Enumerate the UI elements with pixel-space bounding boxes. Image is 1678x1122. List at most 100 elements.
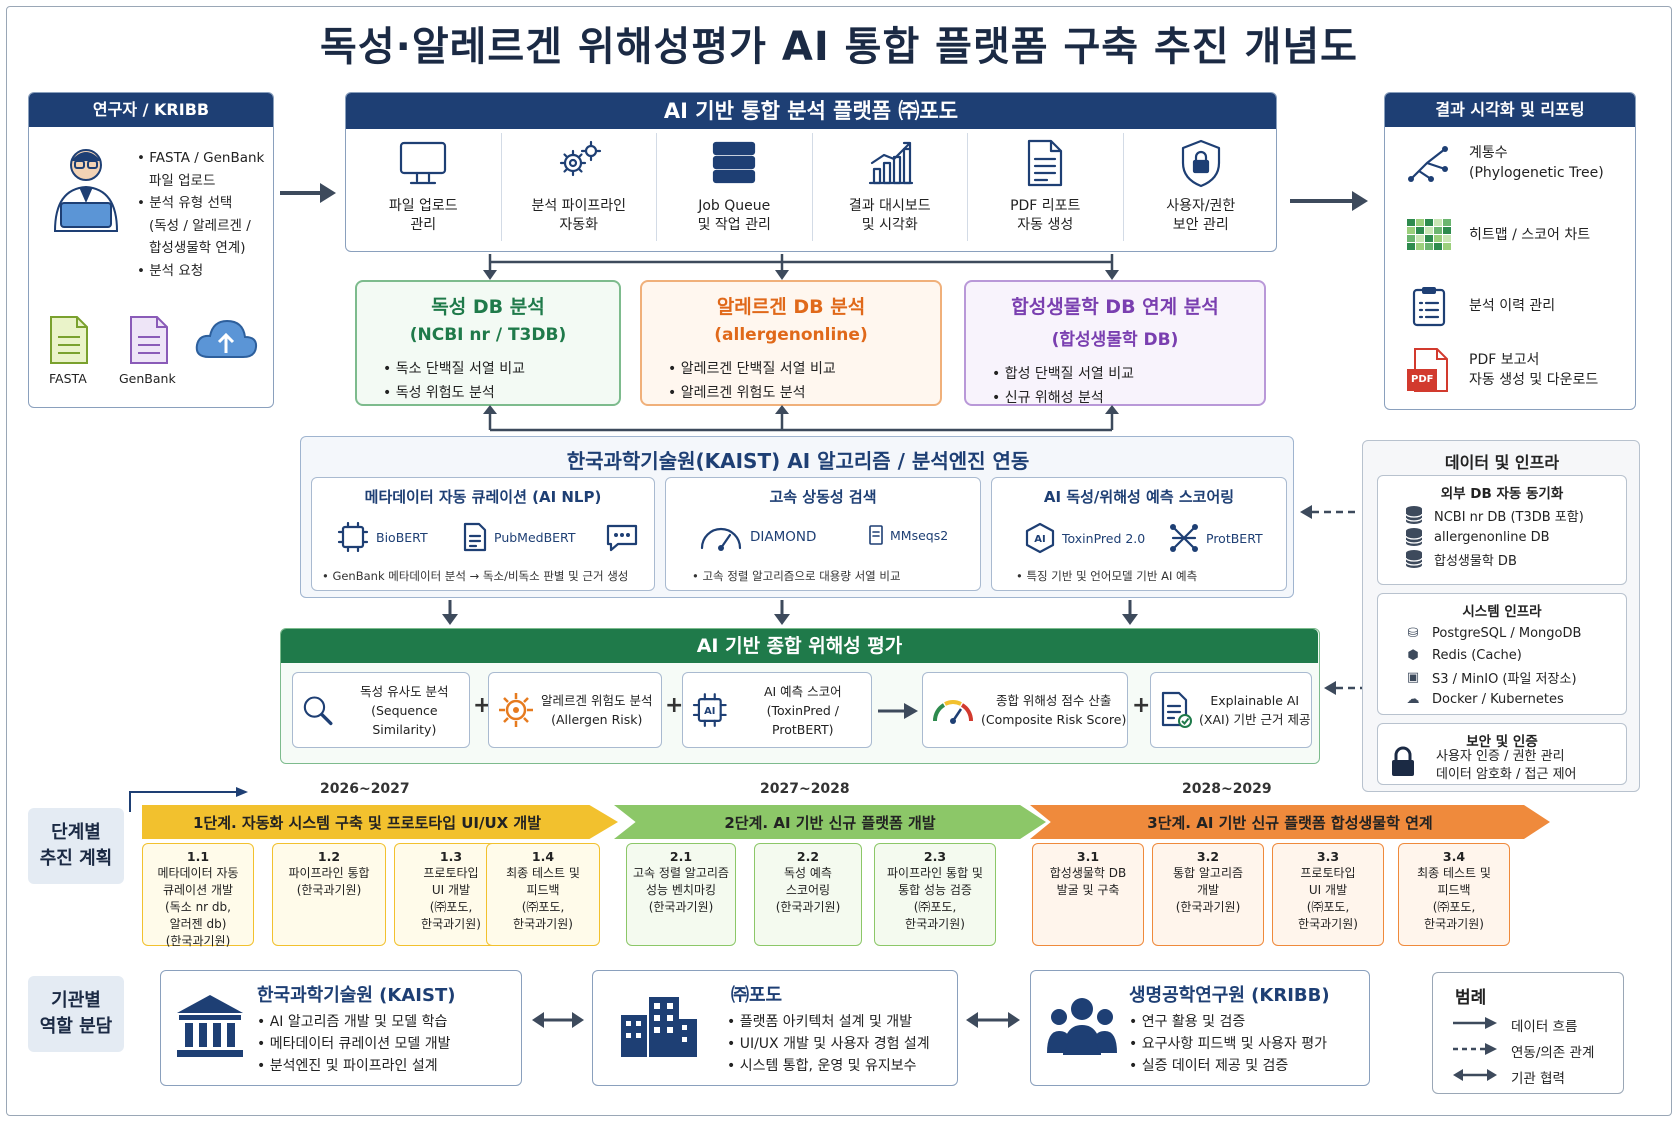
svg-text:AI: AI xyxy=(1034,534,1045,545)
results-header: 결과 시각화 및 리포팅 xyxy=(1385,93,1635,127)
homology-group: 고속 상동성 검색 DIAMOND MMseqs2 • 고속 정렬 알고리즘으로… xyxy=(665,477,981,591)
arrow-platform-to-results xyxy=(1290,191,1368,211)
synbio-db-panel: 합성생물학 DB 연계 분석 (합성생물학 DB) • 합성 단백질 서열 비교… xyxy=(964,280,1266,406)
researcher-bullets: • FASTA / GenBank 파일 업로드 • 분석 유형 선택 (독성 … xyxy=(137,150,265,279)
toxicity-db-panel: 독성 DB 분석 (NCBI nr / T3DB) • 독소 단백질 서열 비교… xyxy=(355,280,621,406)
ai-hexagon-icon: AI xyxy=(1025,522,1055,554)
dashed-arrow-infra-eval xyxy=(1324,681,1362,695)
nlp-group: 메타데이터 자동 큐레이션 (AI NLP) BioBERT PubMedBER… xyxy=(311,477,655,591)
genbank-file-icon xyxy=(129,315,169,369)
virus-icon xyxy=(499,693,533,727)
researcher-header: 연구자 / KRIBB xyxy=(29,93,273,127)
phase2-banner: 2단계. AI 기반 신규 플랫폼 개발 xyxy=(614,805,1046,839)
kaist-engine-panel: 한국과학기술원(KAIST) AI 알고리즘 / 분석엔진 연동 메타데이터 자… xyxy=(300,436,1294,598)
cloud-upload-icon xyxy=(193,315,259,365)
database-icon xyxy=(1405,528,1423,546)
tree-icon xyxy=(1408,146,1448,182)
legend-cooperation: 기관 협력 xyxy=(1511,1071,1565,1087)
dashed-arrow-infra-kaist xyxy=(1300,505,1358,519)
lock-icon xyxy=(1392,746,1414,776)
legend-data-flow: 데이터 흐름 xyxy=(1511,1019,1578,1035)
clipboard-icon xyxy=(1412,287,1446,327)
phase3-banner: 3단계. AI 기반 신규 플랫폼 합성생물학 연계 xyxy=(1030,805,1550,839)
plan-start-arrow xyxy=(129,787,248,812)
infra-header: 데이터 및 인프라 xyxy=(1444,453,1560,472)
platform-header: AI 기반 통합 분석 플랫폼 ㈜포도 xyxy=(346,93,1276,129)
inst-kribb: 생명공학연구원 (KRIBB) • 연구 활용 및 검증 • 요구사항 피드백 … xyxy=(1030,970,1370,1086)
results-panel: 결과 시각화 및 리포팅 계통수(Phylogenetic Tree) 히트맵 … xyxy=(1384,92,1636,410)
connector-db-kaist xyxy=(483,405,1119,432)
infra-panel: 데이터 및 인프라 외부 DB 자동 동기화 NCBI nr DB (T3DB … xyxy=(1362,440,1640,792)
legend-data-flow-arrow xyxy=(1453,1017,1497,1029)
inst-kaist: 한국과학기술원 (KAIST) • AI 알고리즘 개발 및 모델 학습 • 메… xyxy=(160,970,522,1086)
speedometer-icon xyxy=(700,527,742,551)
document-icon xyxy=(1028,139,1063,187)
legend-dependency: 연동/의존 관계 xyxy=(1511,1045,1595,1061)
server-icon xyxy=(713,141,756,184)
cooperation-arrow-1 xyxy=(532,1012,584,1028)
result-item-heatmap: 히트맵 / 스코어 차트 xyxy=(1407,219,1590,250)
eval-ai-score: AI AI 예측 스코어(ToxinPred / ProtBERT) xyxy=(682,672,872,748)
genbank-label: GenBank xyxy=(119,371,176,386)
shield-lock-icon xyxy=(1181,139,1220,188)
database-icon xyxy=(1405,506,1423,524)
grid-doc-icon xyxy=(869,525,883,545)
postgres-icon: ⛁ xyxy=(1407,625,1419,641)
eval-sequence-similarity: 독성 유사도 분석(Sequence Similarity) xyxy=(292,672,470,748)
inst-podo: ㈜포도 • 플랫폼 아키텍처 설계 및 개발 • UI/UX 개발 및 사용자 … xyxy=(592,970,958,1086)
phase2-year: 2027~2028 xyxy=(760,781,850,797)
eval-xai: Explainable AI(XAI) 기반 근거 제공 xyxy=(1150,672,1312,748)
toxinpred-chip: AI ToxinPred 2.0 xyxy=(1024,522,1145,554)
phase1-banner: 1단계. 자동화 시스템 구축 및 프로토타입 UI/UX 개발 xyxy=(142,805,618,839)
external-db-sync: 외부 DB 자동 동기화 NCBI nr DB (T3DB 포함) allerg… xyxy=(1377,475,1627,585)
ai-chip-icon xyxy=(337,522,369,552)
gauge-icon xyxy=(933,700,973,724)
page-frame xyxy=(6,6,1672,1116)
eval-composite-score: 종합 위해성 점수 산출(Composite Risk Score) xyxy=(922,672,1128,748)
molecule-icon xyxy=(1170,524,1198,552)
legend-title: 범례 xyxy=(1455,988,1487,1008)
plus-sign: + xyxy=(1132,693,1151,718)
biobert-chip: BioBERT xyxy=(336,522,428,552)
connector-kaist-eval xyxy=(442,600,1138,625)
result-item-history: 분석 이력 관리 xyxy=(1407,285,1555,327)
researcher-panel: 연구자 / KRIBB • FASTA / GenBank 파일 업로드 • 분… xyxy=(28,92,274,408)
fasta-file-icon xyxy=(49,315,89,369)
chat-bubble-icon xyxy=(606,524,638,552)
database-icon xyxy=(1405,550,1423,568)
arrow-to-composite xyxy=(878,703,918,719)
cube-icon: ⬢ xyxy=(1407,647,1419,663)
allergen-db-panel: 알레르겐 DB 분석 (allergenonline) • 알레르겐 단백질 서… xyxy=(640,280,942,406)
pdf-icon: PDF xyxy=(1407,347,1451,393)
chart-icon xyxy=(868,141,913,185)
system-infra: 시스템 인프라 ⛁PostgreSQL / MongoDB ⬢Redis (Ca… xyxy=(1377,593,1627,715)
legend-panel: 범례 데이터 흐름 연동/의존 관계 기관 협력 xyxy=(1432,972,1624,1094)
company-building-icon xyxy=(621,997,697,1057)
pubmedbert-chip: PubMedBERT xyxy=(462,522,575,552)
monitor-icon xyxy=(400,141,447,185)
mmseqs2-chip: MMseqs2 xyxy=(868,524,948,546)
ai-chip-icon: AI xyxy=(692,693,727,727)
people-group-icon xyxy=(1047,998,1117,1055)
document-icon xyxy=(463,522,487,552)
prediction-group: AI 독성/위해성 예측 스코어링 AI ToxinPred 2.0 ProtB… xyxy=(991,477,1287,591)
phase3-year: 2028~2029 xyxy=(1182,781,1272,797)
protbert-chip: ProtBERT xyxy=(1168,522,1263,554)
